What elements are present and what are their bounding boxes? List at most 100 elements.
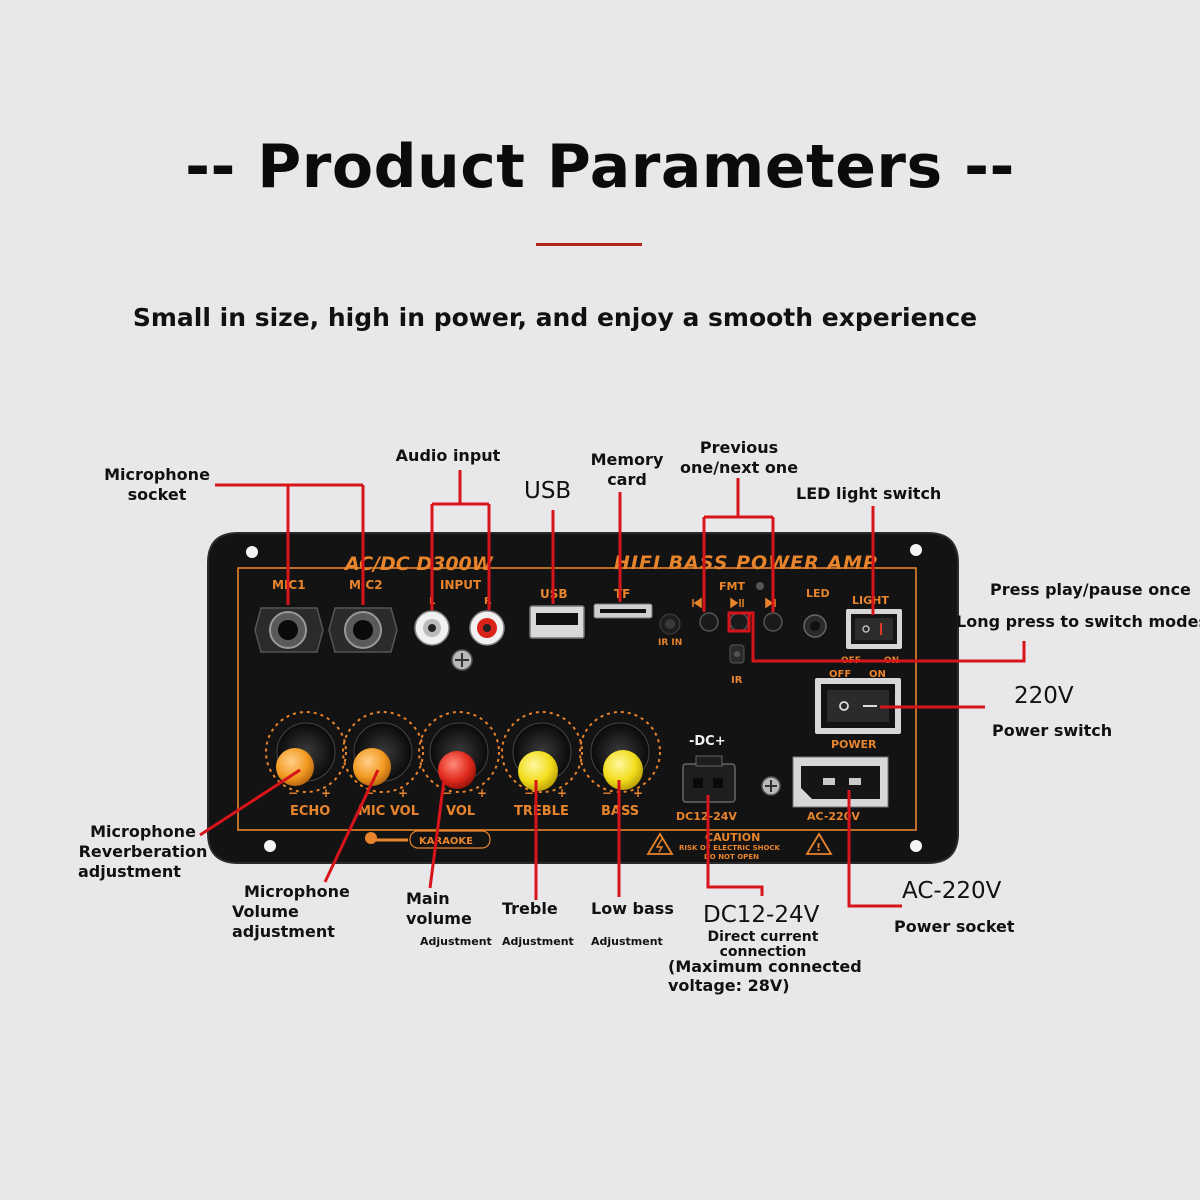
next-button-icon xyxy=(763,597,783,632)
ir-in-label: IR IN xyxy=(658,638,682,648)
karaoke-mic-icon xyxy=(365,832,408,844)
callout-dc-desc-line-4: voltage: 28V) xyxy=(668,976,790,995)
leader-audio-input xyxy=(430,470,491,610)
title-accent-line xyxy=(536,243,642,246)
mic-vol-label: MIC VOL xyxy=(358,804,419,819)
warning-triangle-icon: ! xyxy=(805,832,833,855)
callout-low-bass-adjustment: Adjustment xyxy=(591,935,663,948)
callout-mic-reverb: Microphone Reverberation adjustment xyxy=(78,822,208,882)
prev-button-icon xyxy=(692,597,719,632)
mic1-jack-icon xyxy=(254,607,324,653)
power-label: POWER xyxy=(831,738,877,751)
fmt-led-icon xyxy=(756,582,764,590)
callout-memory-card: Memory card xyxy=(582,450,672,490)
callout-prev-next-line-2: one/next one xyxy=(679,458,799,477)
callout-mic-socket: Microphone socket xyxy=(101,465,213,505)
callout-dc-description: Direct current connection (Maximum conne… xyxy=(668,928,862,995)
power-on-label: ON xyxy=(869,669,886,680)
callout-dc-desc-line-1: Direct current xyxy=(707,929,819,945)
callout-mic-reverb-line-1: Microphone xyxy=(90,822,196,841)
panel-screw-icon xyxy=(451,649,473,671)
leader-ac xyxy=(847,790,902,908)
leader-echo xyxy=(199,768,301,837)
fmt-label: FMT xyxy=(719,580,745,593)
leader-play-pause-box xyxy=(727,611,751,633)
ac-power-socket-icon xyxy=(792,756,889,808)
led-light-icon xyxy=(803,614,827,638)
ir-in-sensor-icon xyxy=(659,613,681,635)
screw-hole-icon xyxy=(910,544,922,556)
echo-plus-label: + xyxy=(321,786,331,800)
screw-hole-icon xyxy=(246,546,258,558)
rca-left-jack-icon xyxy=(414,610,450,646)
page-subtitle: Small in size, high in power, and enjoy … xyxy=(132,303,978,332)
dc-polarity-label: -DC+ xyxy=(689,734,726,749)
bass-minus-label: − xyxy=(602,786,612,800)
leader-mic-socket xyxy=(215,483,365,605)
ir-label: IR xyxy=(731,675,743,686)
callout-mic-socket-line-1: Microphone xyxy=(104,465,210,484)
callout-led-switch: LED light switch xyxy=(796,484,942,503)
treble-plus-label: + xyxy=(557,786,567,800)
panel-inner-border xyxy=(237,567,917,831)
treble-dial-ring xyxy=(501,711,583,793)
light-label: LIGHT xyxy=(852,594,889,607)
vol-label: VOL xyxy=(446,804,475,819)
callout-treble-adjustment: Adjustment xyxy=(502,935,574,948)
vol-dial-ring xyxy=(418,711,500,793)
callout-memory-card-line-2: card xyxy=(607,470,647,489)
mic-vol-minus-label: − xyxy=(364,786,374,800)
caution-line-1: RISK OF ELECTRIC SHOCK xyxy=(679,844,781,852)
callout-leader-lines xyxy=(199,470,1026,908)
dc-connector-icon xyxy=(682,755,736,803)
svg-text:!: ! xyxy=(816,841,821,854)
callout-mic-reverb-line-3: adjustment xyxy=(78,862,181,881)
vol-minus-label: − xyxy=(442,786,452,800)
callout-prev-next: Previous one/next one xyxy=(676,438,802,478)
screw-holes xyxy=(246,544,922,852)
leader-dc xyxy=(706,795,764,896)
callout-mic-socket-line-2: socket xyxy=(127,485,187,504)
callout-power-socket: Power socket xyxy=(894,917,1015,936)
callout-main-volume: Main volume xyxy=(406,889,472,929)
callout-long-press: Long press to switch modes xyxy=(956,612,1200,631)
power-off-label: OFF xyxy=(829,669,851,680)
mic-vol-plus-label: + xyxy=(398,786,408,800)
echo-dial-ring xyxy=(265,711,347,793)
leader-main-volume xyxy=(428,779,446,889)
vol-knob-icon xyxy=(429,722,489,789)
callout-dc-range: DC12-24V xyxy=(703,902,820,928)
treble-minus-label: − xyxy=(524,786,534,800)
mic-vol-knob-icon xyxy=(353,722,413,786)
ir-receiver-icon xyxy=(729,644,745,664)
karaoke-badge xyxy=(409,830,491,849)
echo-minus-label: − xyxy=(288,786,298,800)
callout-memory-card-line-1: Memory xyxy=(590,450,664,469)
callout-play-pause: Press play/pause once xyxy=(990,580,1191,599)
caution-line-2: DO NOT OPEN xyxy=(704,853,759,861)
callout-mic-volume-line-1: Microphone xyxy=(244,882,350,901)
panel-screw-icon xyxy=(761,776,781,796)
callout-mic-reverb-line-2: Reverberation xyxy=(78,842,208,861)
warning-triangle-icon xyxy=(646,832,674,855)
callout-220v: 220V xyxy=(1014,683,1074,709)
tf-card-slot-icon xyxy=(593,603,653,619)
leader-mic-volume xyxy=(323,769,380,883)
echo-knob-icon xyxy=(276,722,336,786)
callout-dc-desc-line-3: (Maximum connected xyxy=(668,957,862,976)
treble-label: TREBLE xyxy=(514,804,569,819)
callout-power-switch: Power switch xyxy=(992,721,1113,740)
callout-mic-volume-line-3: adjustment xyxy=(232,922,335,941)
callout-usb: USB xyxy=(524,478,572,504)
callout-mic-volume-line-2: Volume xyxy=(232,902,299,921)
bass-plus-label: + xyxy=(633,786,643,800)
vol-plus-label: + xyxy=(477,786,487,800)
panel-brand-text: HIFI BASS POWER AMP xyxy=(614,552,878,574)
caution-label: CAUTION xyxy=(705,831,760,844)
treble-knob-icon xyxy=(512,722,572,791)
bass-knob-icon xyxy=(590,722,650,790)
karaoke-label: KARAOKE xyxy=(419,836,473,847)
callout-main-volume-line-1: Main xyxy=(406,889,450,908)
callout-mic-volume: Microphone Volume adjustment xyxy=(232,882,350,942)
